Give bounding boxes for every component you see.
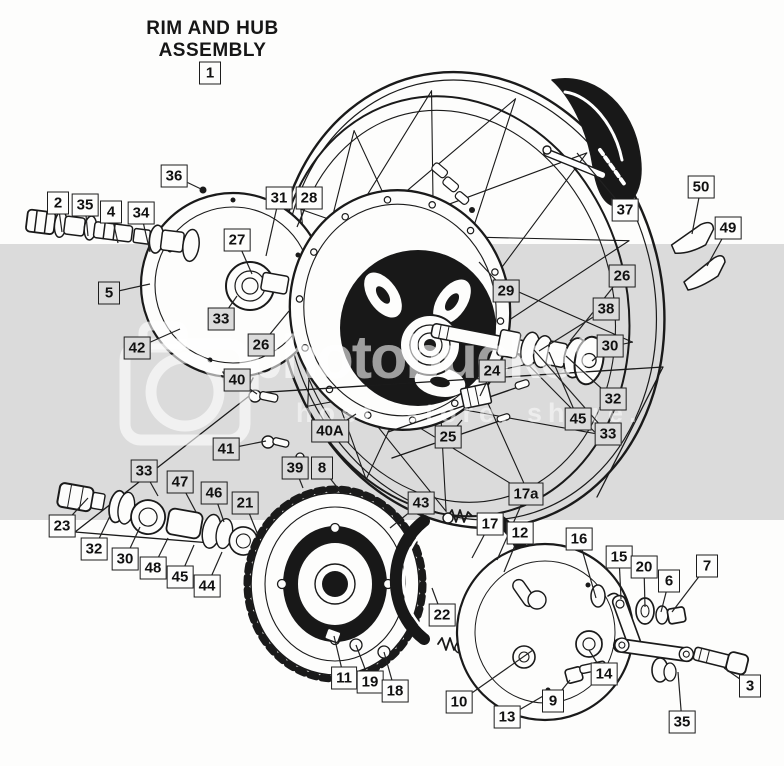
callout-26: 26 [247, 333, 275, 357]
page-title: RIM AND HUB ASSEMBLY [110, 18, 315, 62]
callout-25: 25 [434, 425, 462, 449]
callout-20: 20 [630, 555, 658, 579]
callout-40: 40 [223, 368, 251, 392]
callout-39: 39 [281, 456, 309, 480]
callout-3: 3 [739, 674, 761, 698]
callout-42: 42 [123, 336, 151, 360]
callout-28: 28 [295, 186, 323, 210]
callout-47: 47 [166, 470, 194, 494]
callout-6: 6 [658, 569, 680, 593]
callout-17: 17 [476, 512, 504, 536]
callout-36: 36 [160, 164, 188, 188]
callout-32: 32 [599, 387, 627, 411]
callout-33: 33 [594, 422, 622, 446]
callout-46: 46 [200, 481, 228, 505]
page-title-line1: RIM AND HUB [146, 18, 279, 39]
callout-7: 7 [696, 554, 718, 578]
callout-34: 34 [127, 201, 155, 225]
callout-9: 9 [542, 689, 564, 713]
callout-35: 35 [71, 193, 99, 217]
callout-24: 24 [478, 359, 506, 383]
callout-2: 2 [47, 191, 69, 215]
callout-11: 11 [331, 666, 357, 690]
callout-37: 37 [611, 198, 639, 222]
page-title-line2: ASSEMBLY [158, 39, 267, 61]
watermark-brand-text: photobucket [246, 323, 592, 391]
callout-4: 4 [100, 200, 122, 224]
callout-43: 43 [407, 491, 435, 515]
callout-19: 19 [356, 670, 384, 694]
callout-21: 21 [231, 491, 259, 515]
callout-48: 48 [139, 556, 167, 580]
callout-41: 41 [212, 437, 240, 461]
callout-49: 49 [714, 216, 742, 240]
callout-40a: 40A [311, 419, 349, 443]
callout-31: 31 [265, 186, 293, 210]
callout-15: 15 [605, 545, 633, 569]
callout-30: 30 [596, 334, 624, 358]
callout-45: 45 [166, 565, 194, 589]
callout-8: 8 [311, 456, 333, 480]
callout-27: 27 [223, 228, 251, 252]
callout-50: 50 [687, 175, 715, 199]
callout-38: 38 [592, 297, 620, 321]
callout-29: 29 [492, 279, 520, 303]
callout-45: 45 [564, 407, 592, 431]
callout-5: 5 [98, 281, 120, 305]
callout-13: 13 [493, 705, 521, 729]
callout-16: 16 [565, 527, 593, 551]
callout-12: 12 [506, 521, 534, 545]
callout-10: 10 [445, 690, 473, 714]
callout-33: 33 [207, 307, 235, 331]
callout-14: 14 [590, 662, 618, 686]
callout-17a: 17a [508, 482, 544, 506]
callout-18: 18 [381, 679, 409, 703]
callout-1: 1 [199, 61, 221, 85]
callout-30: 30 [111, 547, 139, 571]
callout-35: 35 [668, 710, 696, 734]
callout-26: 26 [608, 264, 636, 288]
callout-23: 23 [48, 514, 76, 538]
callout-32: 32 [80, 537, 108, 561]
callout-44: 44 [193, 574, 221, 598]
callout-22: 22 [428, 603, 456, 627]
callout-33: 33 [130, 459, 158, 483]
